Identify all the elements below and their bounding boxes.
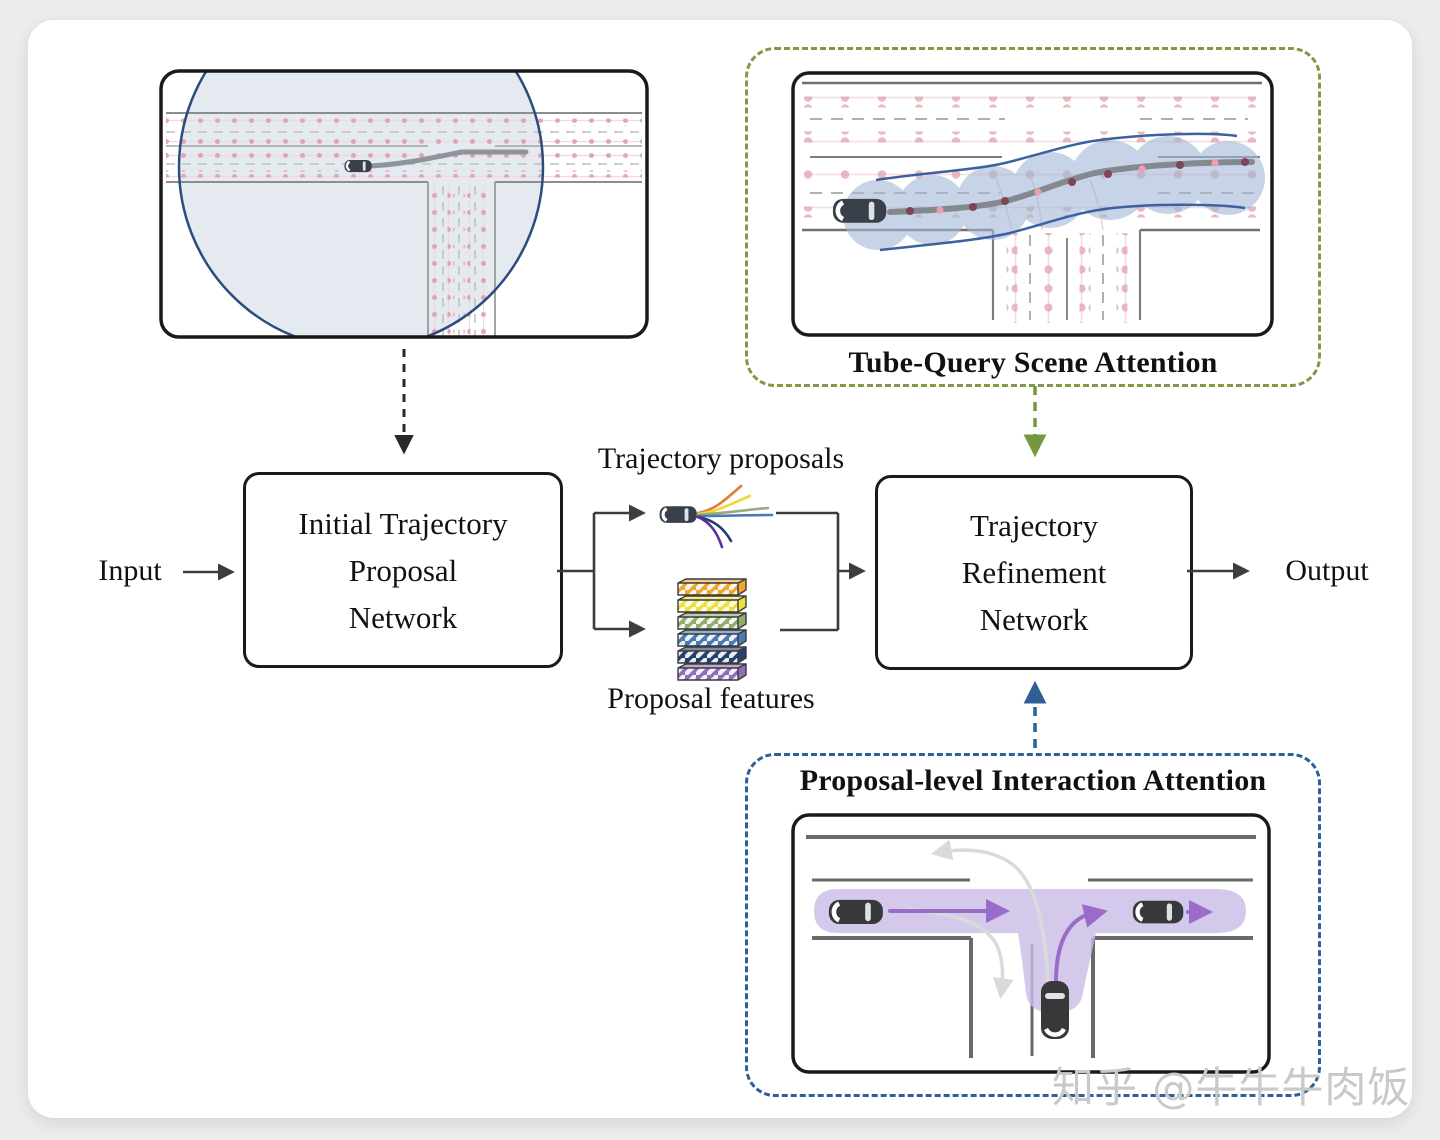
proposal-features-label: Proposal features <box>607 682 815 715</box>
alternative-trajectories <box>906 839 1050 1000</box>
side-road <box>427 182 496 336</box>
network-label-line: Network <box>979 602 1089 637</box>
proposal-interaction-panel: Proposal-level Interaction Attention <box>745 753 1321 1097</box>
road-lines <box>806 835 1256 1058</box>
interaction-arrows <box>888 899 1213 984</box>
network-label-line: Trajectory <box>970 508 1098 543</box>
tube-outline <box>875 132 1246 252</box>
network-label-line: Refinement <box>961 555 1107 590</box>
attention-circles <box>843 136 1265 250</box>
proposal-fan <box>696 484 774 549</box>
proposal-car-icon <box>659 506 697 523</box>
proposal-interaction-title: Proposal-level Interaction Attention <box>799 764 1267 797</box>
initial-proposal-network-box: Initial Trajectory Proposal Network <box>243 472 563 668</box>
network-label-line: Proposal <box>348 552 458 588</box>
input-label: Input <box>98 554 162 587</box>
trajectory-proposals-label: Trajectory proposals <box>597 442 845 475</box>
road-lines <box>166 112 642 183</box>
ego-car-icon <box>832 198 887 223</box>
scene-interaction <box>791 813 1271 1074</box>
ego-trajectory <box>367 149 529 169</box>
scene-receptive-field <box>159 69 649 339</box>
agent-car-bottom-icon <box>1041 981 1069 1039</box>
lane-graph-dots <box>166 118 642 178</box>
tube-query-panel: Tube-Query Scene Attention <box>745 47 1321 387</box>
network-label-line: Network <box>348 599 458 635</box>
receptive-field-circle <box>179 71 543 337</box>
tube-query-title: Tube-Query Scene Attention <box>848 346 1218 379</box>
trajectory-refinement-network-box: Trajectory Refinement Network <box>875 475 1193 670</box>
receptive-field-outline <box>177 71 545 337</box>
ego-car-icon <box>344 159 372 173</box>
feature-block-stack <box>677 578 747 681</box>
network-label-line: Initial Trajectory <box>298 505 508 541</box>
agent-car-left-icon <box>828 899 883 925</box>
proposal-features-icon <box>677 578 747 681</box>
trajectory-waypoints <box>906 158 1249 215</box>
watermark-text: 知乎 @牛牛牛肉饭 <box>1052 1063 1411 1112</box>
scene-tube-query <box>791 71 1274 337</box>
trajectory-proposals-icon <box>659 484 774 549</box>
agent-car-right-icon <box>1132 900 1184 924</box>
output-label: Output <box>1285 554 1369 587</box>
